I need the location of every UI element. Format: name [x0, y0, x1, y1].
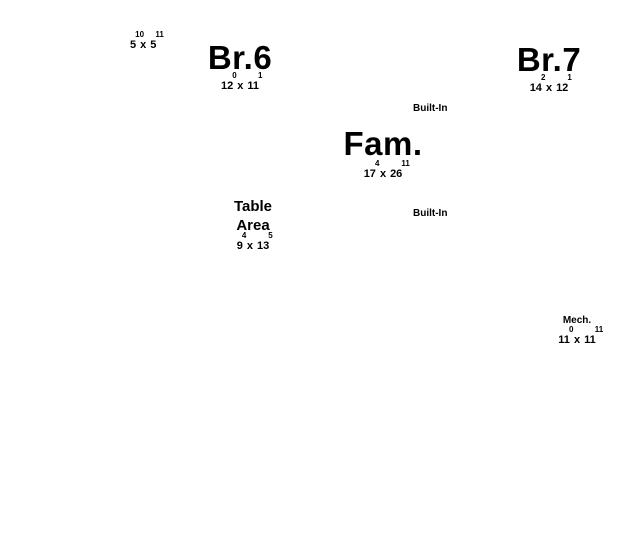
room-name-line2: Area: [236, 217, 270, 234]
built-in-label: Built-In: [413, 103, 448, 114]
room-name-line1: Table: [233, 198, 273, 215]
built-in-label: Built-In: [413, 208, 448, 219]
room-name: Br.7: [516, 41, 582, 78]
room-name: Fam.: [343, 125, 423, 162]
room-name: Br.6: [207, 39, 273, 76]
room-name: Mech.: [562, 315, 592, 326]
